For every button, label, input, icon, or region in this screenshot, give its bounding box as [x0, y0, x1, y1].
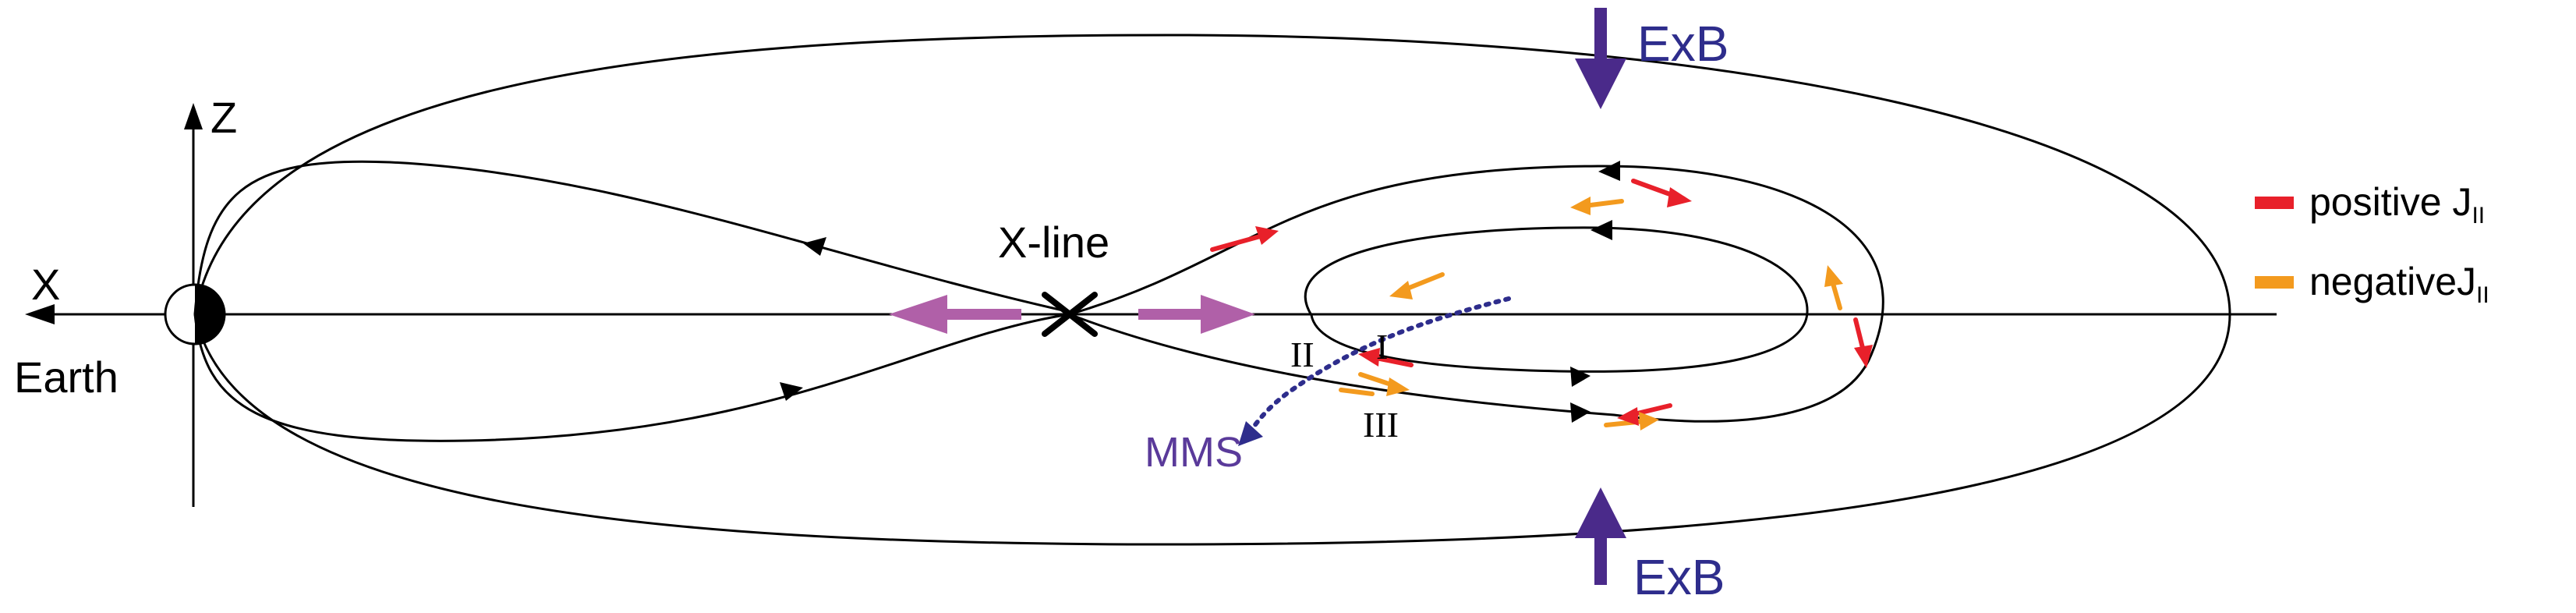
- x-axis-label: X: [31, 260, 60, 309]
- exb-down-arrow-icon: [1575, 8, 1626, 109]
- outer-field-line: [193, 34, 2231, 546]
- exb-up-arrow-icon: [1575, 487, 1626, 585]
- negative-arrowhead-icon: [1824, 265, 1843, 287]
- exb-top-label: ExB: [1637, 16, 1729, 72]
- outflow-arrows: [889, 295, 1255, 334]
- z-axis-arrowhead: [184, 103, 203, 129]
- arrow-lower-left-icon: [780, 382, 803, 401]
- mms-track-line: [1245, 296, 1511, 438]
- legend: positive JII negativeJII: [2255, 180, 2489, 308]
- legend-negative-swatch: [2255, 276, 2294, 289]
- region-label-1: I: [1376, 327, 1388, 367]
- arrow-plasmoid-bottom-icon: [1570, 402, 1591, 423]
- earthward-outflow-arrow-icon: [889, 295, 1021, 334]
- arrow-plasmoid-inner-bottom-icon: [1570, 367, 1591, 387]
- x-line-marker: [1042, 292, 1098, 337]
- positive-arrowhead-icon: [1358, 348, 1380, 367]
- legend-positive-label: positive JII: [2309, 180, 2485, 229]
- exb-arrows: [1575, 8, 1626, 585]
- arrow-plasmoid-top-icon: [1598, 161, 1620, 181]
- negative-arrowhead-icon: [1639, 412, 1659, 431]
- legend-negative-label: negativeJII: [2309, 260, 2489, 308]
- positive-arrowhead-icon: [1255, 226, 1279, 245]
- x-line-label: X-line: [998, 218, 1109, 267]
- field-direction-arrows: [780, 161, 1620, 423]
- current-arrows: [1210, 179, 1866, 427]
- current-arrowheads: [1255, 187, 1873, 431]
- mms-direction-arrow-icon: [1238, 421, 1263, 446]
- negative-arrowhead-icon: [1386, 377, 1410, 396]
- x-axis-arrowhead: [25, 304, 55, 324]
- positive-arrowhead-icon: [1854, 345, 1873, 368]
- negative-arrowhead-icon: [1389, 281, 1413, 299]
- positive-arrowhead-icon: [1617, 407, 1639, 426]
- arrow-plasmoid-inner-top-icon: [1591, 220, 1612, 240]
- mms-label: MMS: [1145, 429, 1243, 476]
- negative-arrowhead-icon: [1570, 197, 1591, 215]
- region-label-3: III: [1363, 405, 1399, 445]
- z-axis-label: Z: [211, 93, 237, 142]
- plasmoid-inner-loop: [1304, 226, 1809, 373]
- region-label-2: II: [1290, 335, 1315, 374]
- exb-bottom-label: ExB: [1633, 549, 1725, 605]
- earth-label: Earth: [14, 353, 119, 402]
- plasmoid-outer-loop: [1069, 165, 1884, 423]
- tailward-outflow-arrow-icon: [1138, 295, 1255, 334]
- mms-trajectory: [1238, 296, 1511, 446]
- lower-left-field-line: [193, 313, 1070, 442]
- arrow-upper-left-icon: [803, 237, 826, 256]
- legend-positive-swatch: [2255, 197, 2294, 209]
- positive-arrowhead-icon: [1667, 187, 1692, 207]
- upper-left-field-line: [193, 160, 1070, 315]
